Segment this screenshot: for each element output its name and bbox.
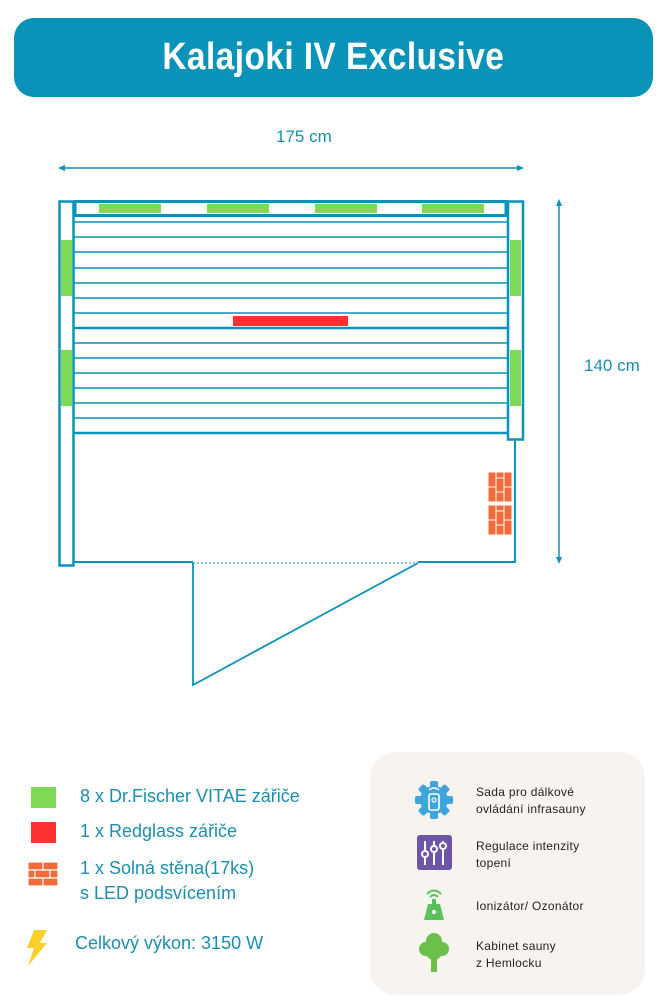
feature-heating-control: Regulace intenzity topení bbox=[476, 838, 579, 872]
green-emitter-swatch bbox=[31, 787, 56, 808]
title-banner: Kalajoki IV Exclusive bbox=[14, 18, 653, 97]
green-emitters bbox=[61, 204, 521, 406]
ionizer-icon bbox=[424, 889, 444, 920]
depth-label: 140 cm bbox=[584, 356, 640, 375]
feature-line: z Hemlocku bbox=[476, 956, 542, 970]
legend-salt-wall-line1: 1 x Solná stěna(17ks) bbox=[80, 858, 255, 878]
width-dimension-arrow bbox=[58, 165, 524, 171]
emitter-green bbox=[422, 204, 484, 213]
emitter-green bbox=[510, 350, 521, 406]
legend-salt-wall-line2: s LED podsvícením bbox=[80, 883, 237, 903]
features-panel: Sada pro dálkové ovládání infrasauny Reg… bbox=[370, 752, 645, 995]
left-wall bbox=[58, 200, 75, 567]
floor-plan bbox=[58, 165, 562, 687]
legend-total-power: Celkový výkon: 3150 W bbox=[75, 933, 264, 953]
emitter-green bbox=[315, 204, 377, 213]
sliders-icon bbox=[417, 835, 452, 870]
lightning-icon bbox=[27, 930, 47, 966]
feature-line: topení bbox=[476, 856, 512, 870]
feature-line: ovládání infrasauny bbox=[476, 802, 586, 816]
page-title: Kalajoki IV Exclusive bbox=[162, 36, 505, 78]
legend-salt-wall: 1 x Solná stěna(17ks) s LED podsvícením bbox=[80, 856, 254, 906]
bench-slats bbox=[73, 221, 508, 419]
emitter-red bbox=[233, 316, 348, 326]
depth-dimension-arrow bbox=[556, 199, 562, 564]
door-swing bbox=[192, 562, 419, 687]
emitter-green bbox=[99, 204, 161, 213]
feature-line: Sada pro dálkové bbox=[476, 785, 575, 799]
emitter-green bbox=[61, 350, 72, 406]
back-wall-bench bbox=[73, 200, 508, 217]
emitter-green bbox=[61, 240, 72, 296]
feature-hemlock-cabin: Kabinet sauny z Hemlocku bbox=[476, 938, 556, 972]
emitter-green bbox=[510, 240, 521, 296]
legend-green: 8 x Dr.Fischer VITAE zářiče bbox=[80, 786, 300, 806]
brick-icon bbox=[28, 862, 58, 886]
remote-gear-icon bbox=[415, 781, 453, 819]
width-label: 175 cm bbox=[276, 127, 332, 146]
feature-remote-control: Sada pro dálkové ovládání infrasauny bbox=[476, 784, 586, 818]
feature-line: Regulace intenzity bbox=[476, 839, 580, 853]
legend-red: 1 x Redglass zářiče bbox=[80, 821, 238, 841]
feature-line: Kabinet sauny bbox=[476, 939, 556, 953]
red-emitter-swatch bbox=[31, 822, 56, 843]
tree-icon bbox=[419, 933, 449, 972]
feature-line: Ionizátor/ Ozonátor bbox=[476, 899, 584, 913]
right-wall-bench-side bbox=[506, 200, 525, 441]
emitter-green bbox=[207, 204, 269, 213]
feature-ionizer: Ionizátor/ Ozonátor bbox=[476, 898, 584, 915]
salt-wall bbox=[487, 471, 513, 536]
